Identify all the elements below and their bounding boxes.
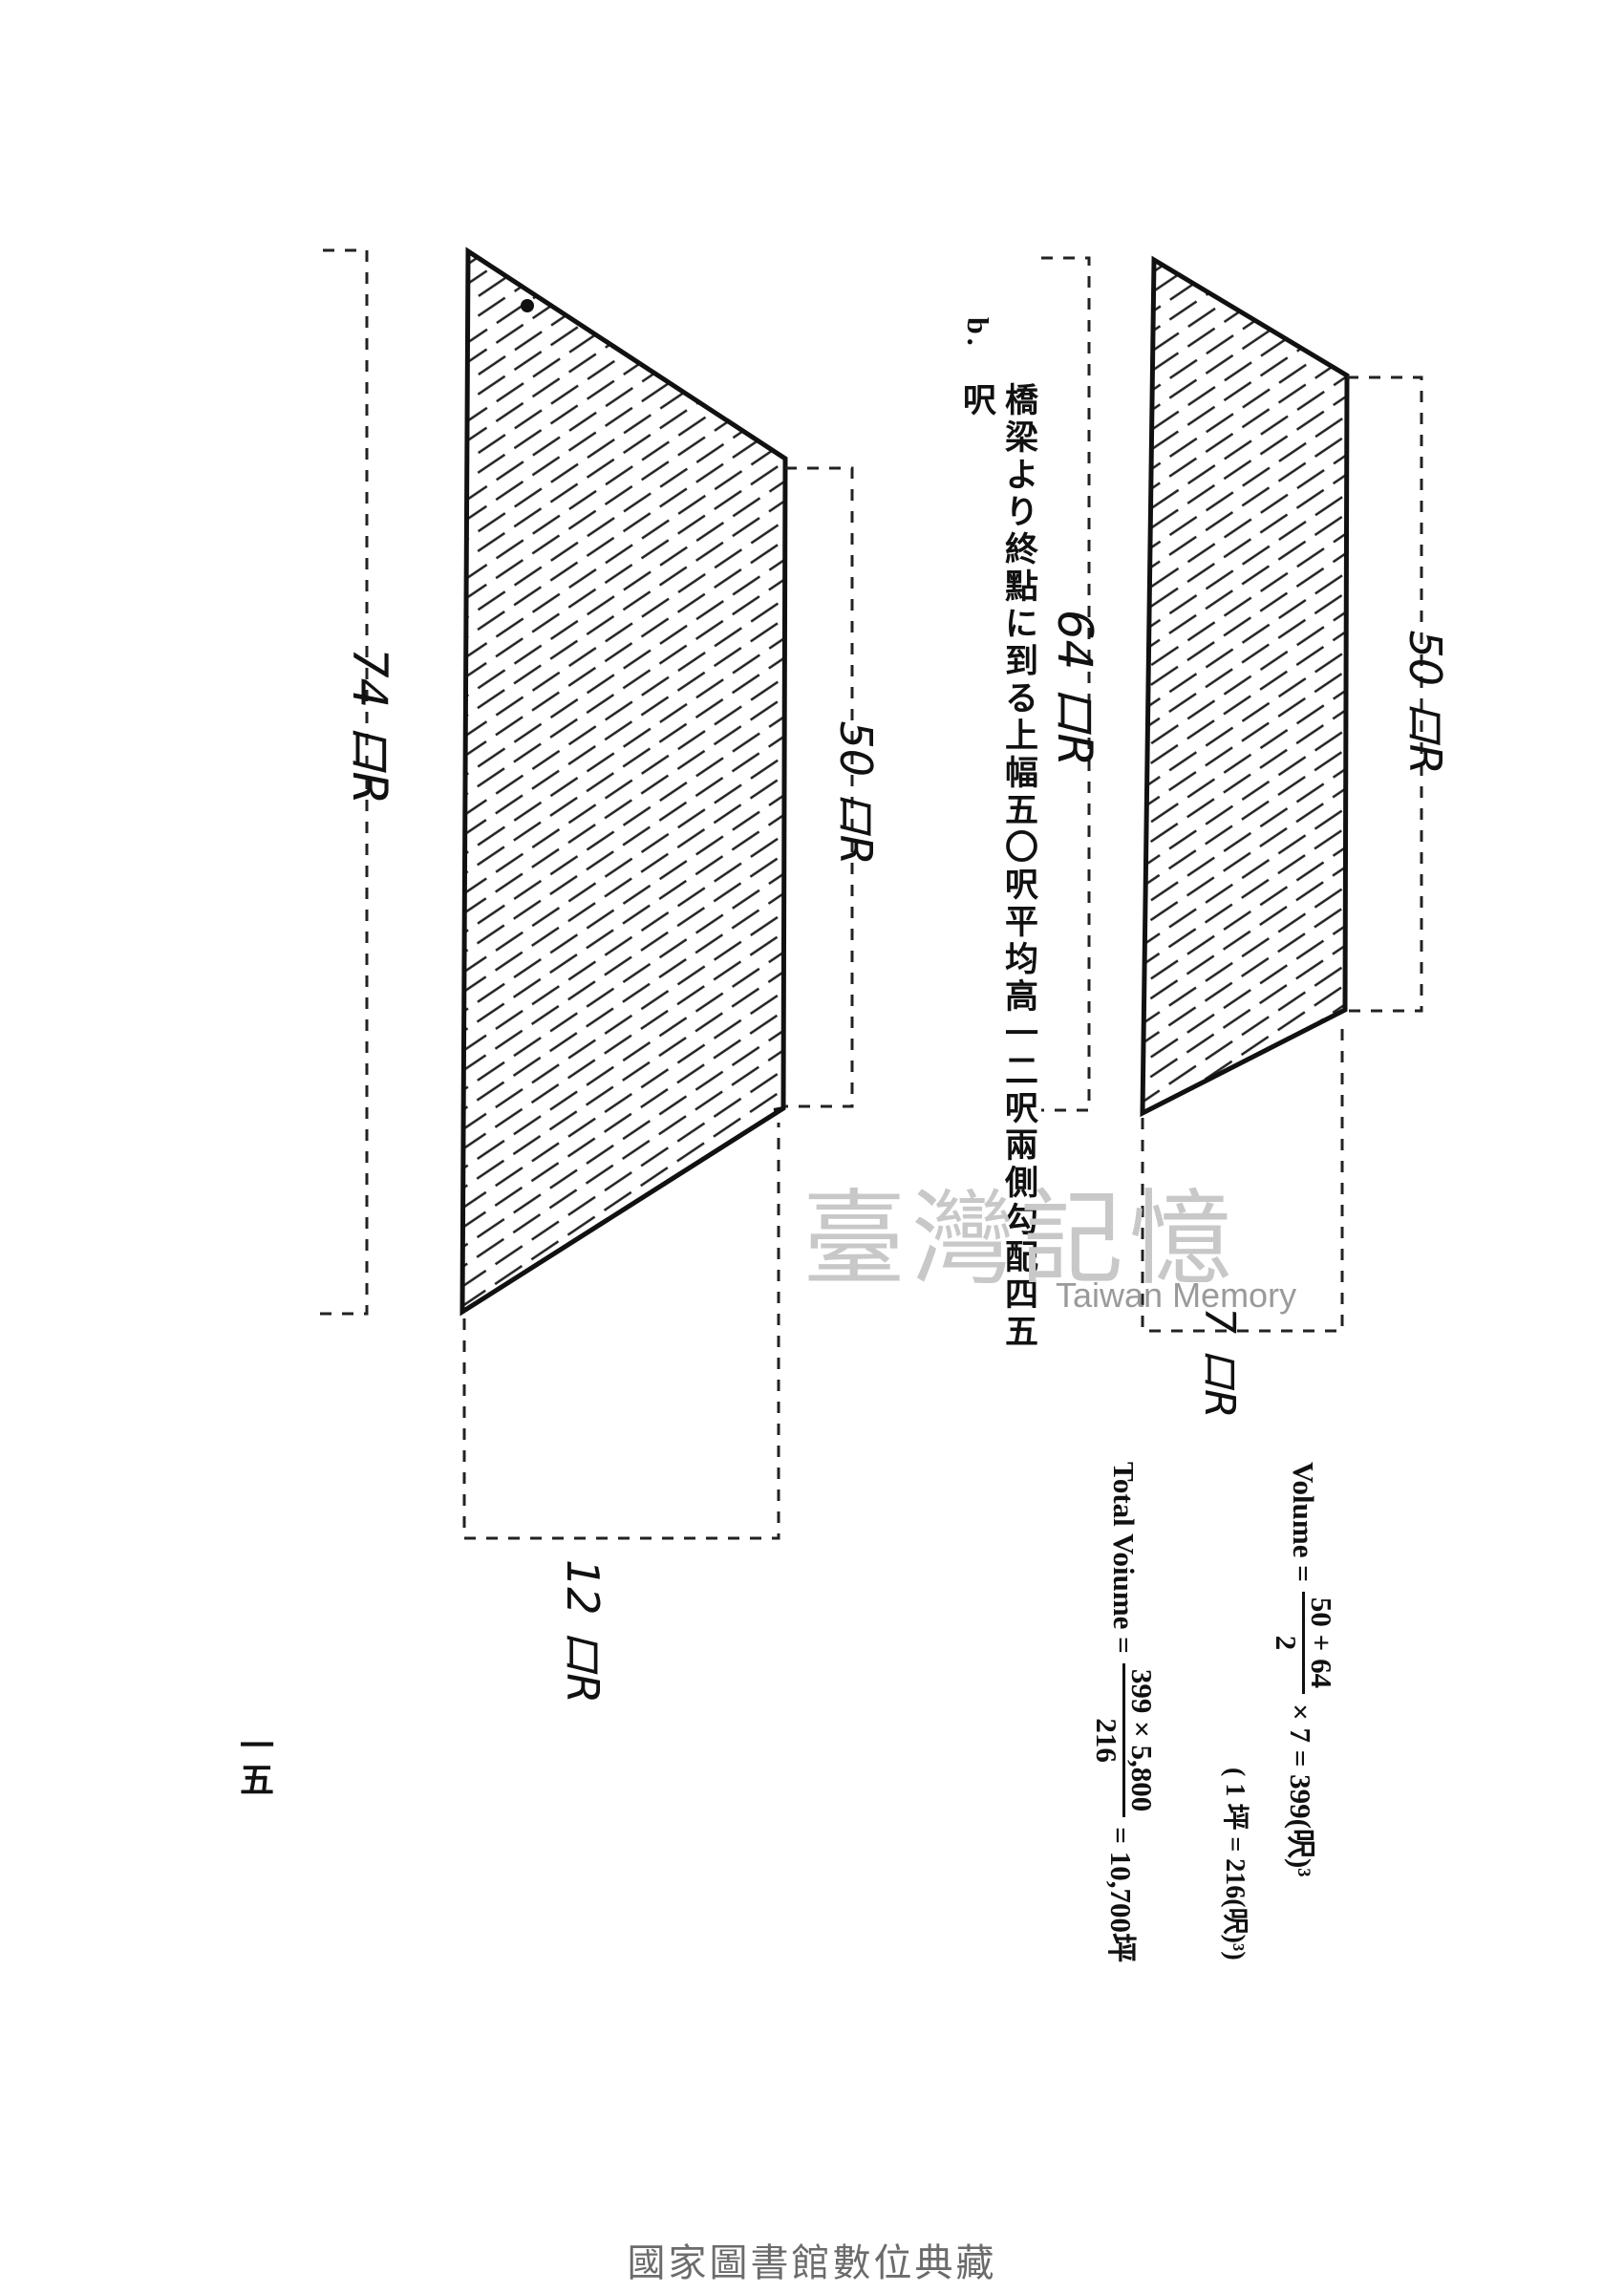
volume-label: Volume = [1287,1462,1321,1582]
total-volume-numerator: 399 × 5,800 [1122,1662,1159,1818]
left-dimension-text: 74 ロR 50 ロR 12 ロR [342,648,882,1704]
left-base-label: 12 ロR [557,1559,609,1704]
total-volume-result: = 10,700坪 [1103,1827,1138,1962]
volume-formula: Volume = 50 + 64 2 × 7 = 399(呎)³ ( 1 坪 =… [1218,1462,1338,1961]
page-number: 一五 [234,1727,274,1796]
left-top-width-label: 50 ロR [830,720,882,865]
watermark-logo: 臺灣記憶 [802,1180,1239,1299]
volume-result: × 7 = 399(呎)³ [1283,1704,1317,1877]
watermark-english: Taiwan Memory [1056,1275,1297,1315]
volume-fraction: 50 + 64 2 [1269,1591,1338,1695]
right-top-width-label: 50 ロR [1400,630,1451,774]
total-volume-formula: Total Voiume = 399 × 5,800 216 = 10,700坪 [1089,1462,1159,1962]
total-volume-fraction: 399 × 5,800 216 [1089,1662,1159,1818]
right-dimension-text: 64 ロR 50 ロR 7 ロR [1047,610,1451,1419]
right-base-label: 7 ロR [1195,1307,1244,1419]
conversion-note: ( 1 坪 = 216(呎)³) [1219,1768,1250,1961]
total-volume-denominator: 216 [1089,1718,1123,1763]
right-trapezoid [1140,255,1350,1118]
volume-numerator: 50 + 64 [1301,1591,1338,1695]
volume-denominator: 2 [1269,1635,1303,1651]
left-height-label: 74 ロR [342,648,397,804]
right-cross-section [1140,255,1350,1118]
section-heading: 橋梁より終點に到る上幅五〇呎平均高一二呎兩側勾配四五呎 [957,382,1038,1351]
left-cross-section [459,246,788,1317]
right-height-label: 64 ロR [1047,610,1102,766]
right-dimension-lines [1041,256,1423,1333]
left-dimension-lines [315,248,854,1540]
section-label: b. [961,317,995,350]
footer-archive-label: 國家圖書館數位典藏 [627,2241,997,2285]
ink-dot [521,299,534,312]
total-volume-label: Total Voiume = [1107,1462,1142,1654]
left-trapezoid [459,246,788,1317]
